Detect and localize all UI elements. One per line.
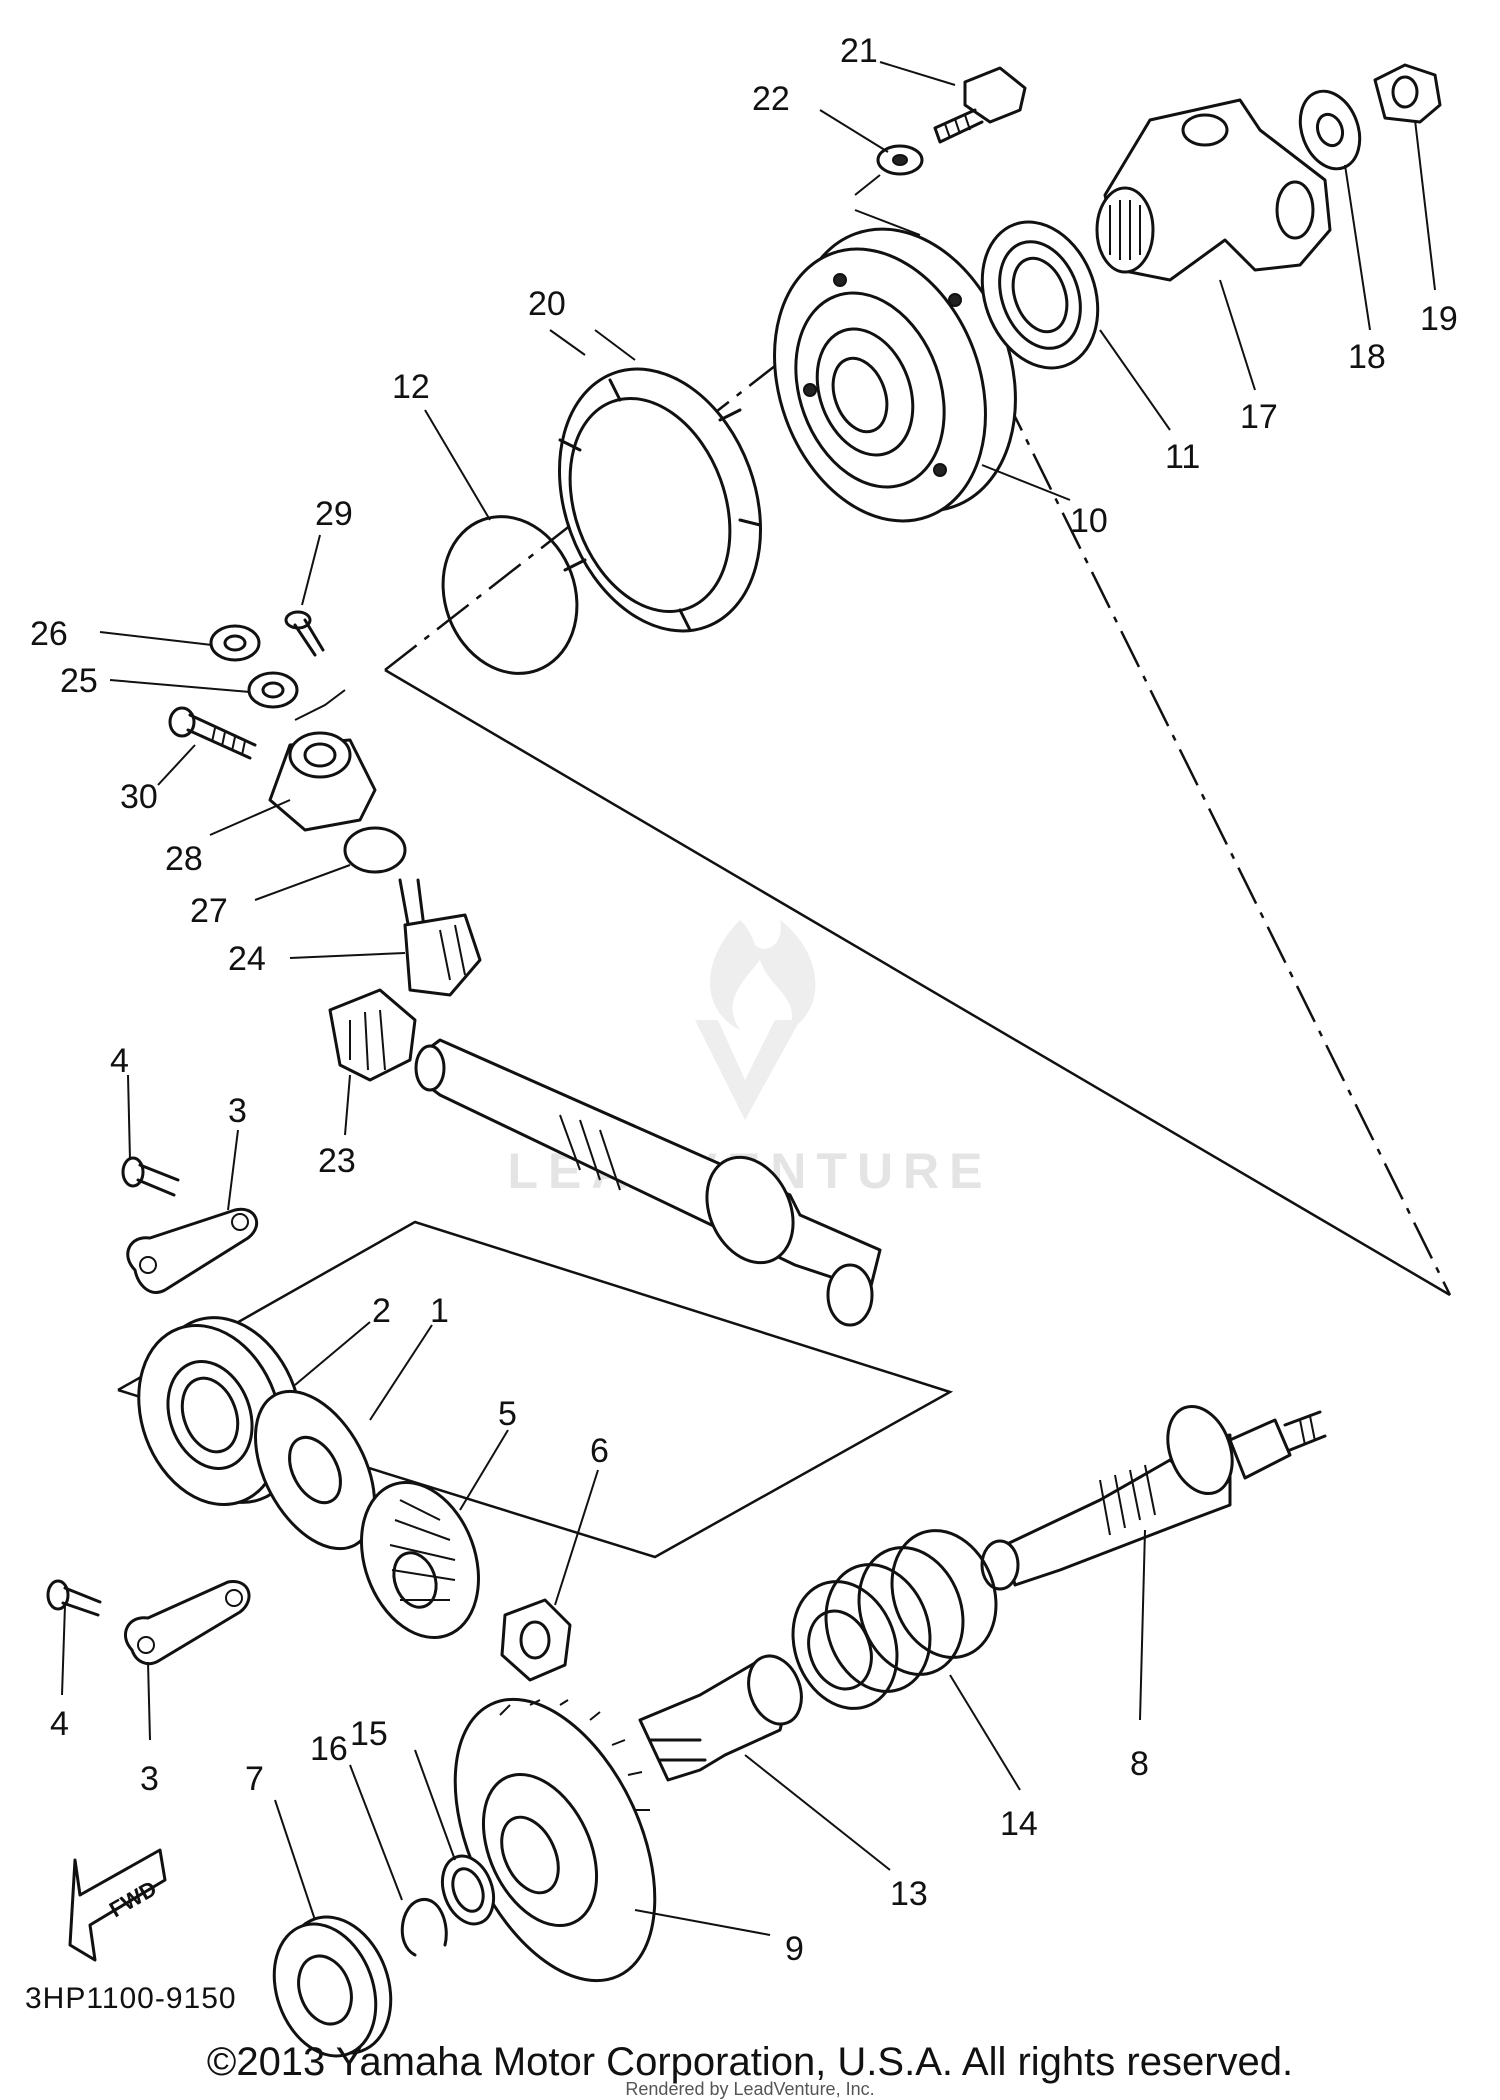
part-label-13: 13 (890, 1875, 928, 1913)
part-21-bolt (933, 66, 1027, 144)
leader-lines (61, 61, 1436, 1936)
part-26-washer (209, 624, 261, 662)
part-labels: 21 22 20 12 10 11 17 18 19 29 26 25 30 2… (30, 32, 1458, 1968)
part-27-o-ring (343, 826, 407, 874)
part-28-sleeve (268, 731, 377, 832)
part-label-21: 21 (840, 32, 878, 70)
part-label-6: 6 (590, 1432, 609, 1470)
part-11-oil-seal (980, 220, 1100, 370)
part-label-7: 7 (245, 1760, 264, 1798)
part-18-washer (1298, 89, 1362, 171)
part-label-12: 12 (392, 368, 430, 406)
part-label-11: 11 (1165, 438, 1200, 476)
part-4-bolt-lower (46, 1579, 102, 1617)
part-label-9: 9 (785, 1930, 804, 1968)
part-24-driven-gear (398, 878, 482, 997)
part-label-3-upper: 3 (228, 1092, 247, 1130)
part-label-28: 28 (165, 840, 203, 878)
fwd-arrow-icon: FWD (68, 1848, 167, 1962)
watermark-chevron-icon (695, 1020, 800, 1120)
part-label-4-upper: 4 (110, 1042, 129, 1080)
part-label-30: 30 (120, 778, 158, 816)
part-20-gasket (557, 367, 763, 633)
part-10-bearing-housing (773, 227, 1017, 523)
part-13-clutch (638, 1654, 803, 1782)
part-30-bolt (168, 706, 257, 760)
part-8-pinion-shaft (980, 1404, 1327, 1591)
part-label-24: 24 (228, 940, 266, 978)
part-1-shim (253, 1389, 377, 1551)
part-label-4-lower: 4 (50, 1705, 69, 1743)
part-label-23: 23 (318, 1142, 356, 1180)
part-label-10: 10 (1070, 502, 1108, 540)
part-label-5: 5 (498, 1395, 517, 1433)
part-label-1: 1 (430, 1292, 449, 1330)
part-22-washer (876, 144, 924, 176)
part-7-bearing (272, 1915, 393, 2058)
diagram-code: 3HP1100-9150 (25, 1982, 237, 2015)
part-29-screw (284, 610, 325, 657)
part-label-25: 25 (60, 662, 98, 700)
watermark-flame-icon (710, 920, 816, 1030)
part-16-circlip (400, 1898, 448, 1957)
part-label-20: 20 (528, 285, 566, 323)
part-19-nut (1373, 63, 1442, 124)
part-6-nut (500, 1598, 572, 1682)
part-label-14: 14 (1000, 1805, 1038, 1843)
part-label-8: 8 (1130, 1745, 1149, 1783)
part-23-drive-gear (328, 988, 417, 1082)
copyright-notice: ©2013 Yamaha Motor Corporation, U.S.A. A… (207, 2040, 1293, 2084)
part-label-22: 22 (752, 80, 790, 118)
part-17-yoke (1095, 98, 1332, 282)
rendered-by-notice: Rendered by LeadVenture, Inc. (625, 2079, 874, 2099)
part-9-ring-gear (453, 1697, 657, 1983)
part-12-o-ring (441, 515, 579, 675)
part-4-bolt-upper (121, 1156, 180, 1197)
part-label-26: 26 (30, 615, 68, 653)
part-label-19: 19 (1420, 300, 1458, 338)
part-3-plate-upper (126, 1207, 259, 1294)
part-5-bevel-gear (360, 1481, 480, 1639)
part-label-18: 18 (1348, 338, 1386, 376)
part-25-washer (247, 671, 299, 709)
part-label-27: 27 (190, 892, 228, 930)
part-shaft-long (414, 1038, 882, 1327)
part-14-spring (791, 1529, 998, 1710)
part-label-3-lower: 3 (140, 1760, 159, 1798)
part-label-2: 2 (372, 1292, 391, 1330)
part-15-shim (440, 1854, 496, 1926)
part-label-16: 16 (310, 1730, 348, 1768)
part-3-plate-lower (124, 1580, 251, 1666)
part-label-17: 17 (1240, 398, 1278, 436)
part-label-29: 29 (315, 495, 353, 533)
part-label-15: 15 (350, 1715, 388, 1753)
